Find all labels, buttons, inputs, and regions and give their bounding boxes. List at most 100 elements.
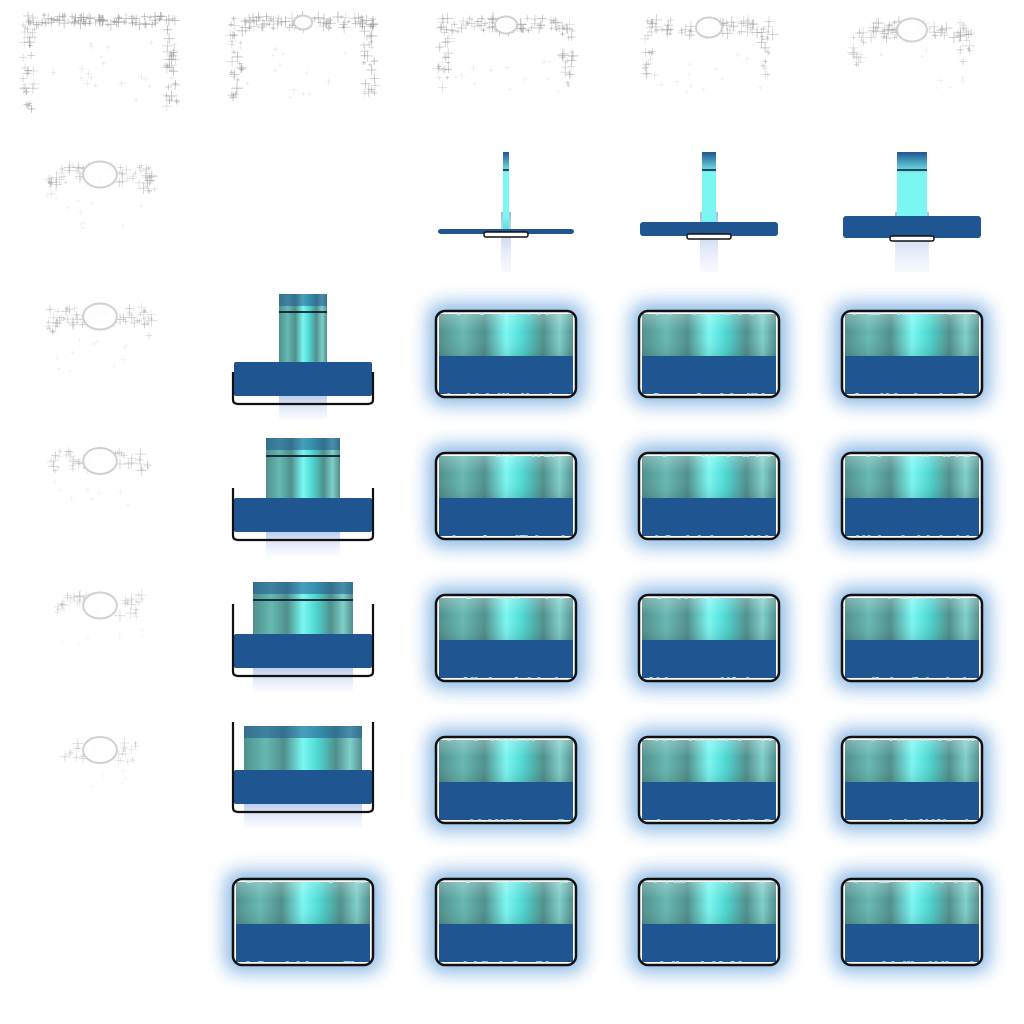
panel-detail <box>269 881 273 883</box>
panel-detail <box>921 597 925 599</box>
build-slab <box>843 216 981 238</box>
build-slab <box>234 634 372 668</box>
panel-detail <box>545 597 549 599</box>
panel-detail <box>470 677 474 679</box>
panel-detail <box>867 313 871 315</box>
sprite-frame-dust <box>224 11 380 102</box>
panel-band-shade <box>642 882 776 926</box>
build-clip <box>686 233 732 240</box>
panel-detail <box>684 597 688 599</box>
panel-detail <box>945 961 949 963</box>
build-glow-tail <box>244 804 362 828</box>
panel-detail <box>692 597 696 599</box>
panel-detail <box>466 393 470 395</box>
panel-detail <box>747 819 751 821</box>
build-frame <box>231 722 375 814</box>
panel-detail <box>479 313 483 315</box>
panel-detail <box>755 455 759 457</box>
panel-detail <box>737 819 741 821</box>
panel-detail <box>738 313 742 315</box>
panel-detail <box>667 535 671 537</box>
panel-detail <box>731 961 735 963</box>
panel-detail <box>885 393 889 395</box>
panel-detail <box>360 881 364 883</box>
panel-detail <box>882 961 886 963</box>
panel-frame <box>637 309 781 399</box>
panel-detail <box>548 455 552 457</box>
panel-frame <box>840 451 984 541</box>
panel-detail <box>668 313 672 315</box>
panel-detail <box>497 393 501 395</box>
sprite-frame-panel <box>428 303 584 405</box>
panel-detail <box>466 597 470 599</box>
panel-detail <box>901 597 905 599</box>
panel-blue-block <box>845 640 979 678</box>
build-glow-tail <box>501 212 511 272</box>
panel-detail <box>887 597 891 599</box>
sprite-frame-dust <box>847 16 976 90</box>
panel-detail <box>483 535 487 537</box>
panel-detail <box>727 819 731 821</box>
panel-detail <box>710 535 714 537</box>
panel-detail <box>525 739 529 741</box>
panel-detail <box>725 739 729 741</box>
panel-detail <box>545 961 549 963</box>
panel-detail <box>926 739 930 741</box>
build-slab <box>234 498 372 532</box>
panel-detail <box>942 819 946 821</box>
panel-detail <box>761 393 765 395</box>
panel-detail <box>481 961 485 963</box>
panel-detail <box>356 881 360 883</box>
panel-detail <box>750 313 754 315</box>
panel-detail <box>751 393 755 395</box>
panel-detail <box>653 881 657 883</box>
particle-core <box>695 16 723 39</box>
build-slab <box>234 362 372 396</box>
panel-detail <box>725 313 729 315</box>
build-clip <box>889 235 935 242</box>
panel-detail <box>496 881 500 883</box>
panel-detail <box>867 535 871 537</box>
panel-detail <box>655 313 659 315</box>
panel-detail <box>506 739 510 741</box>
panel-detail <box>765 535 769 537</box>
panel-blue-block <box>642 356 776 394</box>
panel-detail <box>686 535 690 537</box>
panel-detail <box>285 961 289 963</box>
panel-blue-block <box>642 640 776 678</box>
panel-detail <box>890 677 894 679</box>
panel-detail <box>485 393 489 395</box>
panel-detail <box>912 677 916 679</box>
panel-detail <box>963 677 967 679</box>
panel-detail <box>559 881 563 883</box>
panel-detail <box>518 819 522 821</box>
sprite-frame-build <box>231 722 375 828</box>
panel-detail <box>664 677 668 679</box>
panel-frame <box>840 593 984 683</box>
panel-detail <box>886 881 890 883</box>
panel-detail <box>505 393 509 395</box>
panel-frame <box>434 309 578 399</box>
panel-detail <box>716 313 720 315</box>
panel-detail <box>941 961 945 963</box>
sprite-frame-panel <box>428 587 584 689</box>
particle-core <box>82 447 118 475</box>
build-column-cap <box>279 294 327 306</box>
panel-detail <box>917 313 921 315</box>
panel-detail <box>891 961 895 963</box>
panel-detail <box>498 739 502 741</box>
build-frame <box>231 488 375 542</box>
sprite-frame-build <box>231 294 375 420</box>
panel-detail <box>875 677 879 679</box>
panel-detail <box>545 313 549 315</box>
particle-core <box>896 17 928 43</box>
build-slab <box>640 222 778 236</box>
panel-frame <box>840 877 984 967</box>
panel-detail <box>767 455 771 457</box>
panel-detail <box>760 739 764 741</box>
panel-detail <box>499 881 503 883</box>
panel-detail <box>260 961 264 963</box>
panel-detail <box>919 819 923 821</box>
panel-detail <box>707 455 711 457</box>
